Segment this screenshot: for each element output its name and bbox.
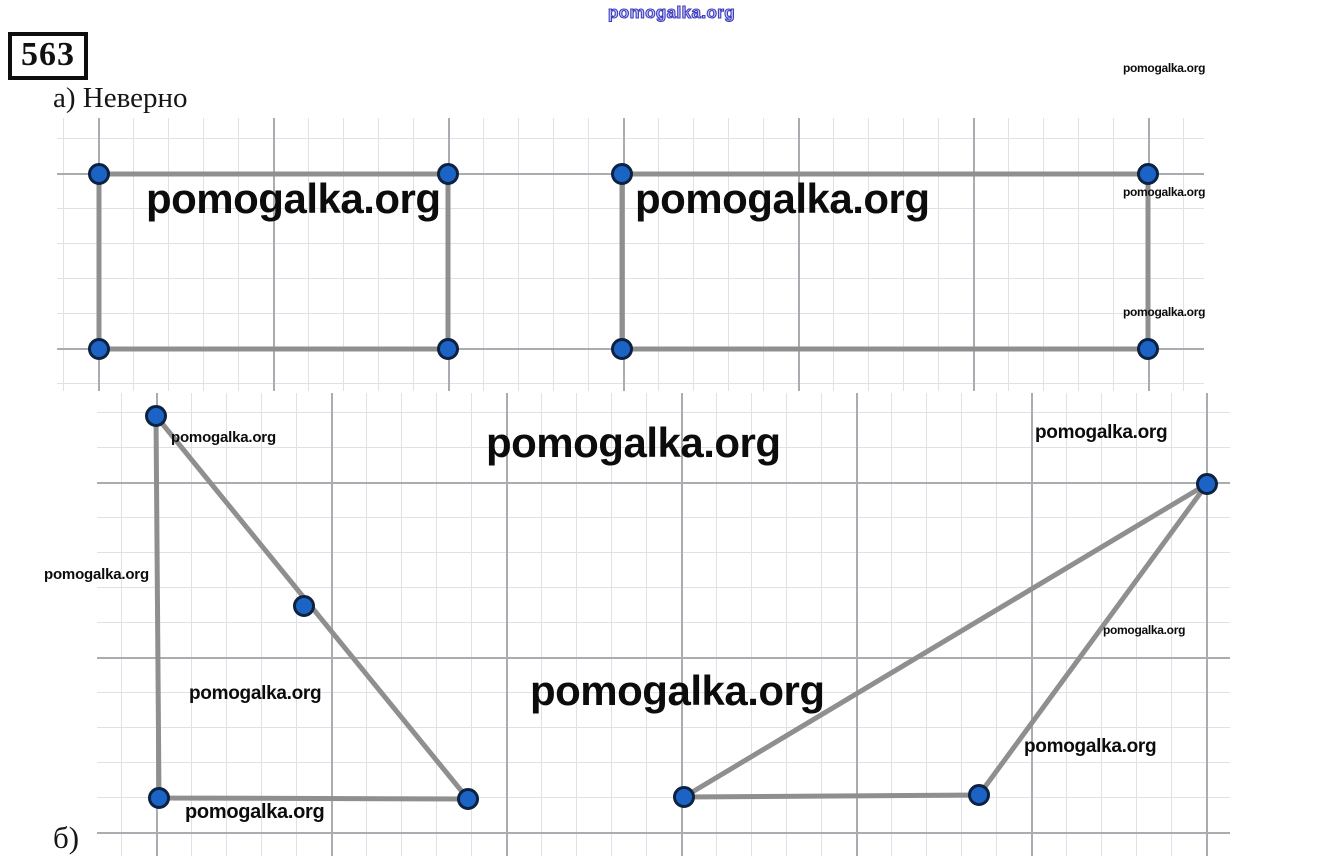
watermark-left-edge: pomogalka.org	[44, 566, 149, 583]
triangle-left-vertex-dot	[148, 787, 170, 809]
watermark-rectangle-right: pomogalka.org	[635, 175, 930, 222]
watermark-top-center: pomogalka.org	[607, 2, 736, 22]
triangle-left-vertex-dot	[145, 405, 167, 427]
triangle-right	[681, 481, 1210, 800]
watermark-triangle-right-side: pomogalka.org	[1103, 623, 1186, 637]
watermark-triangle-left-top: pomogalka.org	[171, 429, 276, 446]
watermark-triangle-right-bottom: pomogalka.org	[1024, 736, 1157, 757]
watermark-lower-top-right: pomogalka.org	[1035, 422, 1168, 443]
rectangle-right-vertex-dot	[1137, 338, 1159, 360]
watermark-triangle-left-middle: pomogalka.org	[189, 683, 322, 704]
triangle-right-vertex-dot	[673, 786, 695, 808]
watermark-rectangle-left: pomogalka.org	[146, 175, 441, 222]
watermark-right-edge-lower: pomogalka.org	[1123, 305, 1206, 319]
problem-number-badge: 563	[8, 32, 88, 80]
watermark-lower-center: pomogalka.org	[530, 667, 825, 714]
triangle-left-vertex-dot	[293, 595, 315, 617]
part-b-label: б)	[53, 820, 80, 855]
rectangle-right-vertex-dot	[611, 163, 633, 185]
rectangle-right-vertex-dot	[611, 338, 633, 360]
rectangle-right-vertex-dot	[1137, 163, 1159, 185]
triangle-right-vertex-dot	[1196, 473, 1218, 495]
rectangle-left-vertex-dot	[437, 163, 459, 185]
watermark-lower-center-top: pomogalka.org	[486, 419, 781, 466]
watermark-top-right: pomogalka.org	[1123, 61, 1206, 75]
part-a-label: а) Неверно	[53, 82, 188, 114]
triangle-left-vertex-dot	[457, 788, 479, 810]
watermark-right-edge-upper: pomogalka.org	[1123, 185, 1206, 199]
watermark-triangle-left-bottom: pomogalka.org	[185, 801, 325, 823]
rectangle-left-vertex-dot	[437, 338, 459, 360]
rectangle-left-vertex-dot	[88, 338, 110, 360]
rectangle-left-vertex-dot	[88, 163, 110, 185]
triangle-right-vertex-dot	[968, 784, 990, 806]
grid-lower	[97, 393, 1230, 856]
